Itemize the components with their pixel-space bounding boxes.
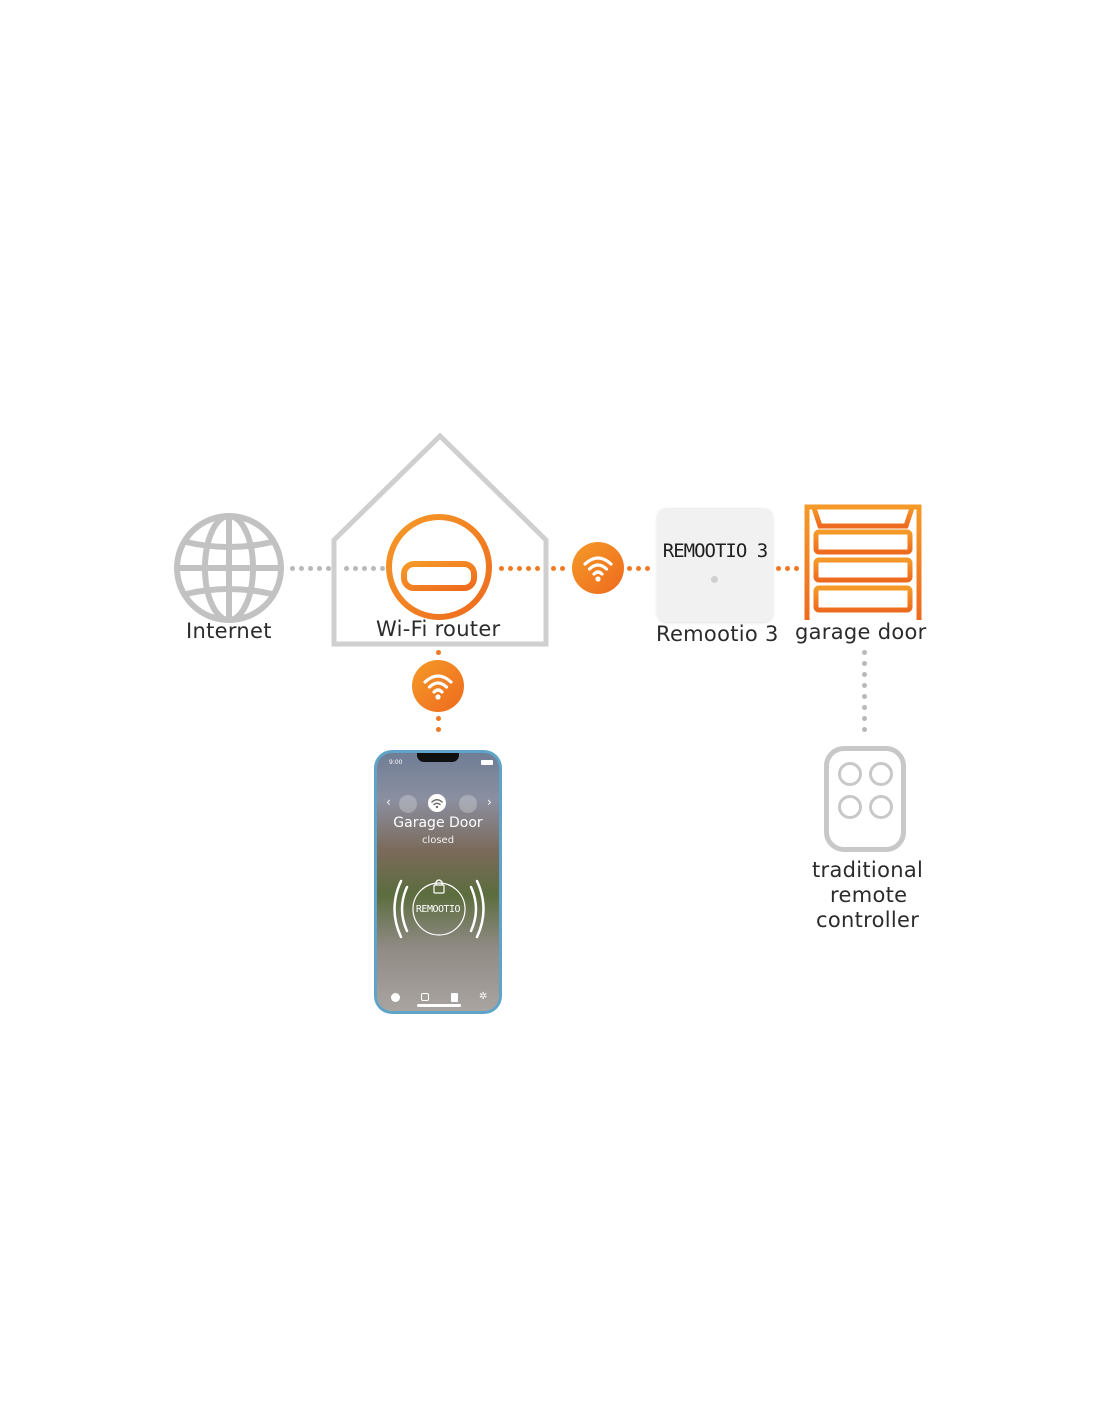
- garage-door-icon: [804, 504, 922, 620]
- tab-settings-icon[interactable]: ✲: [479, 991, 488, 1002]
- remote-button-4: [869, 795, 893, 819]
- wifi-icon: [572, 542, 624, 594]
- device-label: Remootio 3: [656, 622, 779, 646]
- internet-label: Internet: [186, 619, 272, 643]
- garage-label: garage door: [795, 620, 927, 644]
- wifi-icon: [412, 660, 464, 712]
- device-led: [711, 576, 718, 583]
- connector-internet-house: [290, 566, 331, 571]
- remote-label-line3: controller: [816, 908, 920, 932]
- connector-garage-remote: [862, 650, 867, 732]
- tab-log-icon[interactable]: [451, 993, 458, 1002]
- smartphone-icon: 9:00 ‹ › Garage Door closed: [374, 750, 502, 1014]
- remote-label-line2: remote: [830, 883, 908, 907]
- house-outline: [331, 432, 549, 647]
- connector-device-garage: [776, 566, 799, 571]
- connector-router-wifi: [499, 566, 540, 571]
- phone-brand: REMOOTIO: [415, 904, 461, 915]
- door-control-button[interactable]: [391, 871, 487, 947]
- bluetooth-icon[interactable]: [399, 795, 417, 813]
- connector-router-wifi-vertical: [436, 650, 441, 655]
- phone-home-indicator: [417, 1004, 461, 1007]
- wifi-icon[interactable]: [428, 794, 446, 812]
- chevron-right-icon[interactable]: ›: [487, 795, 492, 809]
- remote-button-2: [869, 762, 893, 786]
- chevron-left-icon[interactable]: ‹: [386, 795, 391, 809]
- tab-home-icon[interactable]: [391, 993, 400, 1002]
- remote-label-line1: traditional: [812, 858, 924, 882]
- device-brand: REMOOTIO 3: [662, 540, 768, 562]
- remootio-device: REMOOTIO 3: [657, 508, 773, 622]
- remote-button-3: [838, 795, 862, 819]
- router-icon: [386, 514, 492, 620]
- phone-notch: [417, 753, 459, 762]
- globe-icon: [174, 513, 284, 623]
- connector-wifi-device: [627, 566, 650, 571]
- remote-button-1: [838, 762, 862, 786]
- phone-screen: 9:00 ‹ › Garage Door closed: [377, 753, 499, 1011]
- router-label: Wi-Fi router: [376, 617, 501, 641]
- connector-router-wifi-2: [551, 566, 565, 571]
- remote-control-icon: [824, 746, 906, 852]
- phone-time: 9:00: [389, 759, 403, 766]
- battery-icon: [481, 760, 493, 765]
- tab-share-icon[interactable]: [421, 993, 429, 1001]
- connector-wifi-phone: [436, 716, 441, 732]
- connector-house-router: [344, 566, 385, 571]
- phone-door-title: Garage Door: [393, 815, 483, 831]
- remote-access-icon[interactable]: [459, 795, 477, 813]
- phone-door-status: closed: [421, 835, 455, 846]
